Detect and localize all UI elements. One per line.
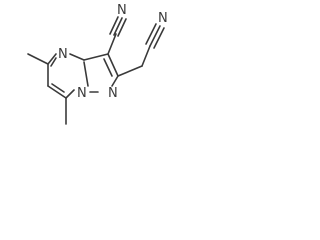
bond-c4a-n4 bbox=[69, 53, 85, 61]
bond-ch2-cn-triple-2 bbox=[145, 23, 157, 45]
bond-c4a-c3 bbox=[83, 53, 109, 61]
bond-n4-c5 bbox=[47, 53, 57, 65]
atom-label-nitrile-top: N bbox=[117, 3, 127, 18]
bond-ch2-cn-triple-1 bbox=[149, 25, 161, 47]
bond-ch2-cn bbox=[141, 45, 151, 67]
bond-cn-triple-3 bbox=[109, 16, 119, 35]
bond-c6-c7-inner bbox=[51, 83, 65, 93]
bond-c3-cn-carbon bbox=[107, 33, 117, 55]
bond-cn-triple-1 bbox=[113, 17, 123, 36]
atom-label-nitrile-right: N bbox=[158, 11, 168, 26]
bond-c6-c7 bbox=[47, 85, 67, 99]
bond-c3-c2 bbox=[107, 53, 119, 77]
atom-label-pyrimidine-n: N bbox=[58, 47, 68, 62]
bond-cn-triple-2 bbox=[117, 18, 127, 37]
bond-c2-n1 bbox=[111, 75, 119, 87]
chemical-structure: N N N N N bbox=[27, 3, 168, 125]
atom-label-pyrazole-n: N bbox=[108, 86, 118, 101]
bond-ch2-cn-triple-3 bbox=[153, 27, 165, 49]
atom-label-bridge-n: N bbox=[77, 86, 87, 101]
bond-methyl-top bbox=[27, 53, 49, 65]
bond-c2-ch2 bbox=[117, 65, 143, 77]
bond-c7-n8 bbox=[65, 89, 75, 99]
bond-c3-c2-inner bbox=[103, 58, 113, 77]
bond-n4-c5-inner bbox=[50, 57, 57, 67]
bond-n8-c4a bbox=[83, 61, 89, 87]
